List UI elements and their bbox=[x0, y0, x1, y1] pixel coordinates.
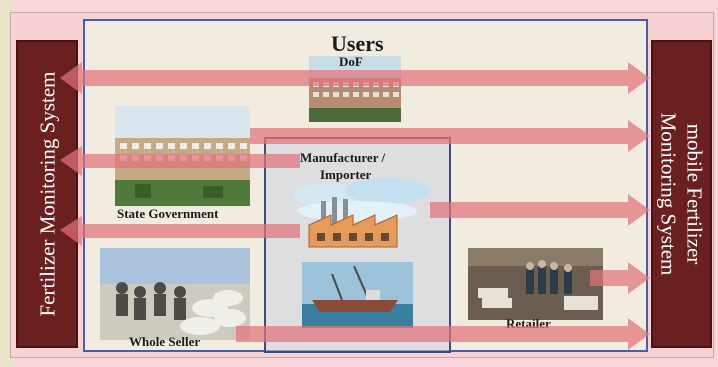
users-title: Users bbox=[331, 31, 384, 56]
manufacturer-to-fms-arrow bbox=[60, 216, 300, 246]
state-government-to-fms-arrow bbox=[60, 146, 300, 176]
manufacturer-label-line2: Importer bbox=[320, 167, 372, 182]
dof-label: DoF bbox=[339, 54, 363, 69]
retailer-to-mobile-arrow bbox=[590, 262, 650, 294]
manufacturer-label-line1: Manufacturer / bbox=[300, 150, 386, 165]
ship-image bbox=[302, 262, 413, 328]
whole-seller-image bbox=[100, 248, 250, 340]
mobile-fertilizer-monitoring-system-box: mobile Fertilizer Monitoring System bbox=[651, 40, 712, 348]
factory-image bbox=[287, 175, 434, 255]
fertilizer-monitoring-system-box: Fertilizer Monitoring System bbox=[16, 40, 78, 348]
whole-seller-label: Whole Seller bbox=[129, 334, 201, 349]
state-government-label: State Government bbox=[117, 206, 219, 221]
state-government-to-mobile-arrow bbox=[250, 120, 650, 152]
retailer-shop-image bbox=[468, 248, 603, 320]
dof-bidirectional-arrow bbox=[60, 62, 650, 94]
manufacturer-to-mobile-arrow bbox=[430, 194, 650, 226]
whole-seller-to-mobile-arrow bbox=[236, 318, 650, 350]
